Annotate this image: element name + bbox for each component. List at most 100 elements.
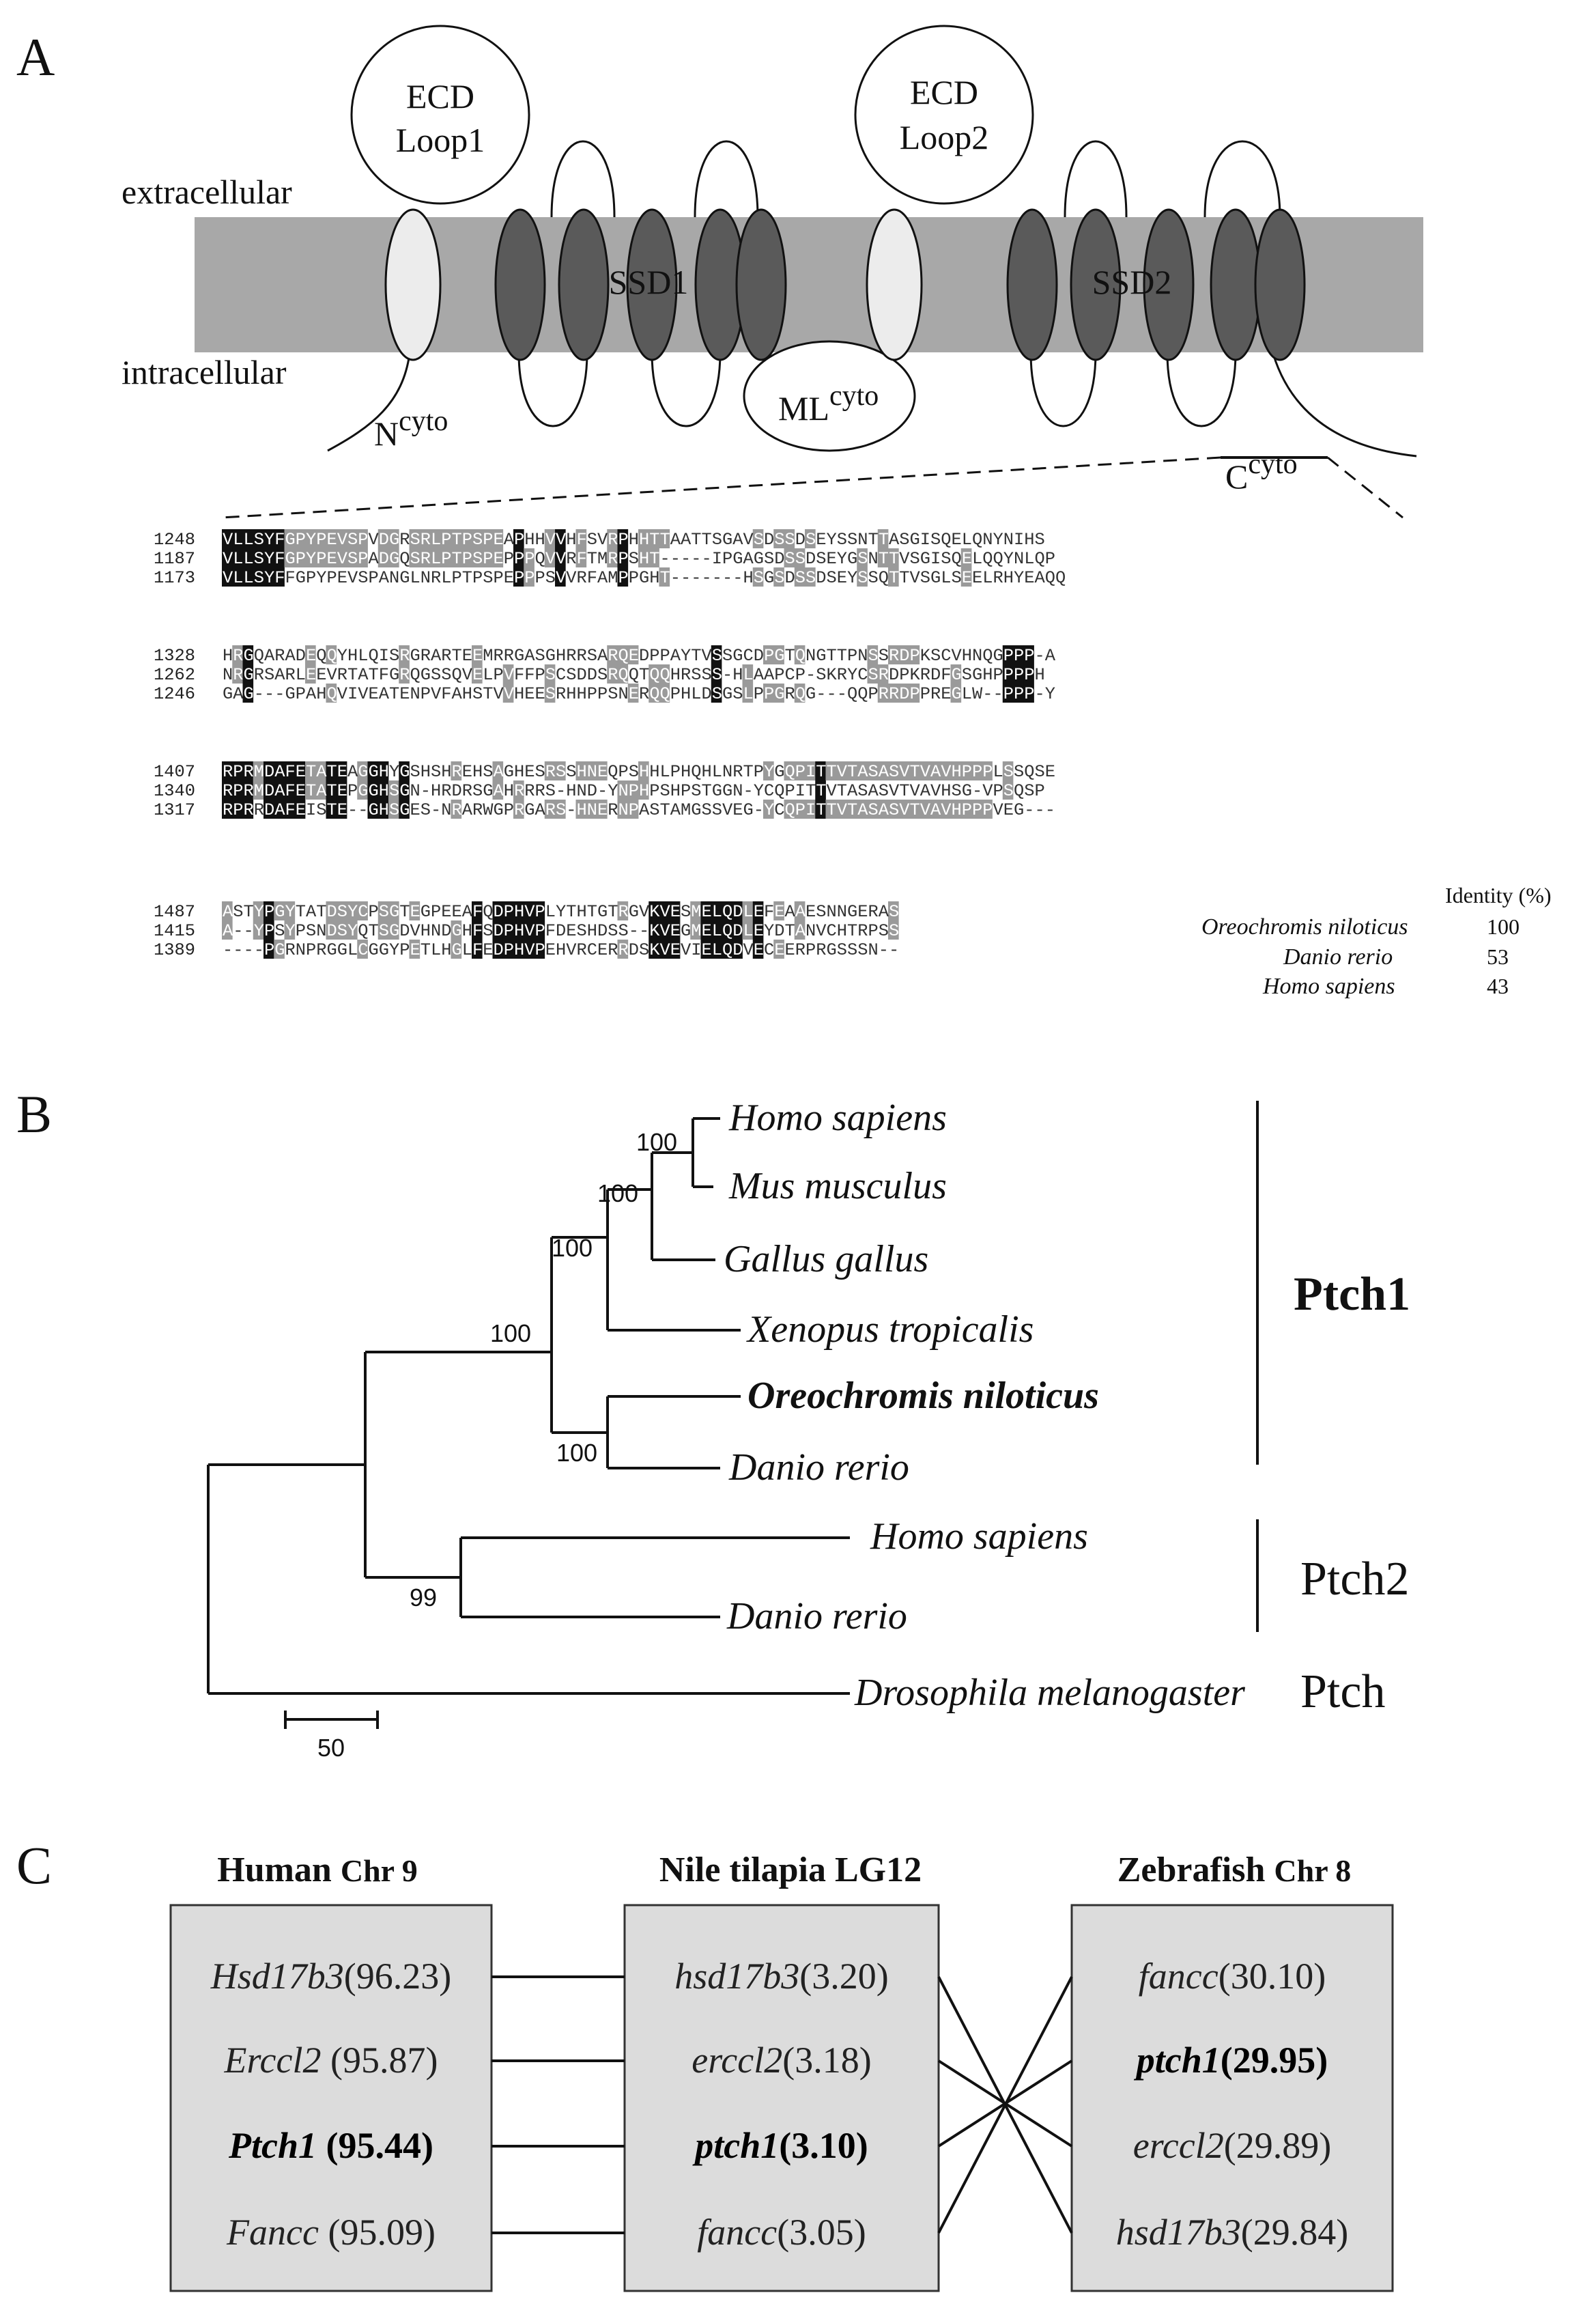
alignment-residue: S [847, 530, 857, 550]
alignment-residue: G [274, 902, 285, 922]
alignment-residue: G [545, 646, 556, 666]
alignment-residue: P [972, 762, 982, 782]
alignment-residue: Y [681, 646, 691, 666]
alignment-residue: Y [347, 921, 358, 941]
alignment-residue: E [327, 549, 337, 569]
alignment-shading [617, 940, 629, 959]
alignment-residue: Y [285, 921, 296, 941]
alignment-residue: Y [337, 646, 347, 666]
alignment-shading [492, 529, 504, 548]
alignment-shading [722, 901, 732, 920]
alignment-shading [284, 800, 296, 819]
alignment-residue: C [358, 940, 368, 960]
alignment-residue: H [962, 646, 972, 666]
alignment-residue: L [233, 549, 243, 569]
alignment-residue: S [389, 646, 399, 666]
alignment-residue: D [889, 665, 899, 685]
alignment-residue: A [274, 665, 285, 685]
alignment-residue: I [691, 940, 701, 960]
alignment-residue: G [504, 762, 514, 782]
species-label: Homo sapiens [1262, 974, 1395, 999]
alignment-residue: Y [608, 781, 618, 801]
gene-label: fancc(3.05) [697, 2212, 866, 2253]
alignment-residue: D [785, 568, 795, 588]
gene-label: ptch1(29.95) [1134, 2040, 1328, 2081]
alignment-residue: R [441, 781, 451, 801]
alignment-residue: G [244, 684, 254, 704]
alignment-shading [305, 761, 316, 780]
alignment-residue: S [233, 902, 243, 922]
alignment-shading [513, 780, 524, 800]
alignment-residue: P [535, 568, 545, 588]
alignment-residue: L [431, 549, 441, 569]
alignment-shading [700, 940, 712, 959]
alignment-residue: T [899, 781, 909, 801]
alignment-shading [377, 920, 389, 940]
alignment-shading [877, 684, 889, 703]
alignment-residue: E [296, 800, 306, 820]
bootstrap-value: 100 [597, 1179, 638, 1207]
gene-label: ptch1(3.10) [692, 2125, 868, 2166]
alignment-residue: S [545, 665, 556, 685]
alignment-start-position: 1415 [154, 921, 195, 941]
alignment-residue: S [337, 921, 347, 941]
alignment-residue: R [514, 800, 524, 820]
alignment-residue: S [868, 646, 879, 666]
alignment-residue: E [816, 530, 826, 550]
alignment-residue: L [462, 940, 472, 960]
alignment-residue: S [649, 800, 659, 820]
alignment-residue: V [431, 684, 442, 704]
alignment-residue: W [483, 800, 494, 820]
alignment-residue: D [764, 530, 774, 550]
alignment-shading [305, 548, 316, 567]
alignment-residue: L [962, 684, 972, 704]
taxon-label: Gallus gallus [724, 1238, 928, 1280]
bootstrap-value: 100 [556, 1439, 597, 1467]
alignment-residue: V [504, 665, 515, 685]
alignment-residue: H [577, 684, 587, 704]
alignment-shading [377, 800, 389, 819]
alignment-residue: S [899, 530, 909, 550]
alignment-shading [763, 645, 774, 664]
alignment-shading [649, 548, 659, 567]
alignment-shading [274, 940, 285, 959]
alignment-residue: F [274, 530, 285, 550]
alignment-shading [399, 645, 410, 664]
alignment-residue: W [972, 684, 983, 704]
alignment-residue: R [223, 781, 233, 801]
alignment-residue: G [732, 646, 743, 666]
alignment-shading [784, 800, 795, 819]
alignment-shading [274, 761, 285, 780]
alignment-shading [367, 761, 379, 780]
alignment-residue: A [274, 800, 285, 820]
alignment-residue: V [462, 665, 473, 685]
alignment-residue: P [910, 684, 920, 704]
alignment-residue: L [972, 549, 982, 569]
alignment-residue: A [274, 762, 285, 782]
alignment-residue: F [577, 549, 587, 569]
alignment-residue: P [441, 530, 451, 550]
alignment-shading [492, 761, 504, 780]
alignment-residue: P [369, 568, 379, 588]
intracellular-label: intracellular [122, 353, 287, 391]
alignment-residue: S [952, 781, 962, 801]
alignment-residue: S [847, 940, 857, 960]
alignment-shading [357, 901, 368, 920]
alignment-residue: T [827, 646, 837, 666]
alignment-residue: R [608, 665, 618, 685]
alignment-residue: K [649, 940, 660, 960]
alignment-residue: Q [649, 684, 659, 704]
alignment-residue: G [389, 530, 399, 550]
alignment-shading [950, 800, 962, 819]
alignment-residue: R [993, 568, 1003, 588]
taxon-label: Homo sapiens [870, 1515, 1088, 1558]
alignment-residue: D [774, 549, 784, 569]
alignment-residue: Q [993, 549, 1003, 569]
alignment-residue: E [629, 646, 639, 666]
alignment-residue: C [743, 646, 754, 666]
alignment-shading [357, 761, 368, 780]
alignment-residue: G [774, 646, 784, 666]
alignment-residue: S [879, 646, 889, 666]
alignment-residue: S [410, 530, 421, 550]
alignment-residue: V [369, 530, 380, 550]
